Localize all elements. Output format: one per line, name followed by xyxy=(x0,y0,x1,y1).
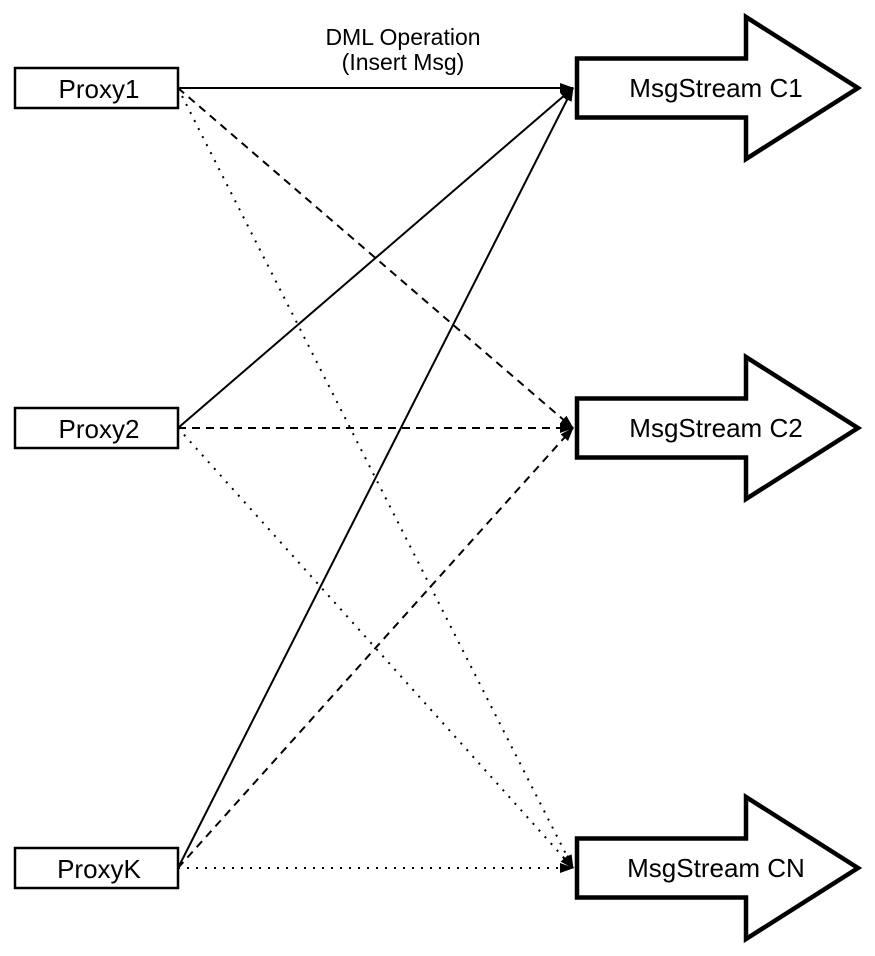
edge-proxyk-to-c1 xyxy=(177,87,574,869)
proxy2-label: Proxy2 xyxy=(59,414,140,444)
proxy2-box xyxy=(13,406,180,450)
msgstream-cn-label: MsgStream CN xyxy=(627,853,805,883)
edge-proxy1-to-c2 xyxy=(177,87,574,429)
proxyk-label: ProxyK xyxy=(57,854,141,884)
edge-proxy2-to-c1 xyxy=(177,87,574,429)
proxy1-box xyxy=(13,66,180,110)
title-annotation: DML Operation (Insert Msg) xyxy=(325,24,480,75)
proxy1-label: Proxy1 xyxy=(59,74,140,104)
proxy-group: Proxy1 Proxy2 ProxyK xyxy=(13,66,180,890)
proxyk-box xyxy=(13,846,180,890)
edge-proxyk-to-c2 xyxy=(177,427,574,869)
edge-group xyxy=(177,83,574,873)
title-line2: (Insert Msg) xyxy=(342,49,465,75)
edge-proxy1-to-cn xyxy=(177,87,574,869)
msgstream-c1-label: MsgStream C1 xyxy=(629,73,802,103)
msgstream-c2-label: MsgStream C2 xyxy=(629,413,802,443)
msgstream-cn-arrow-shape xyxy=(574,792,863,944)
title-line1: DML Operation xyxy=(325,24,480,50)
msgstream-group: MsgStream C1 MsgStream C2 MsgStream CN xyxy=(574,12,863,944)
msgstream-c2-arrow-shape xyxy=(574,352,863,504)
msgstream-c1-arrow-shape xyxy=(574,12,863,164)
